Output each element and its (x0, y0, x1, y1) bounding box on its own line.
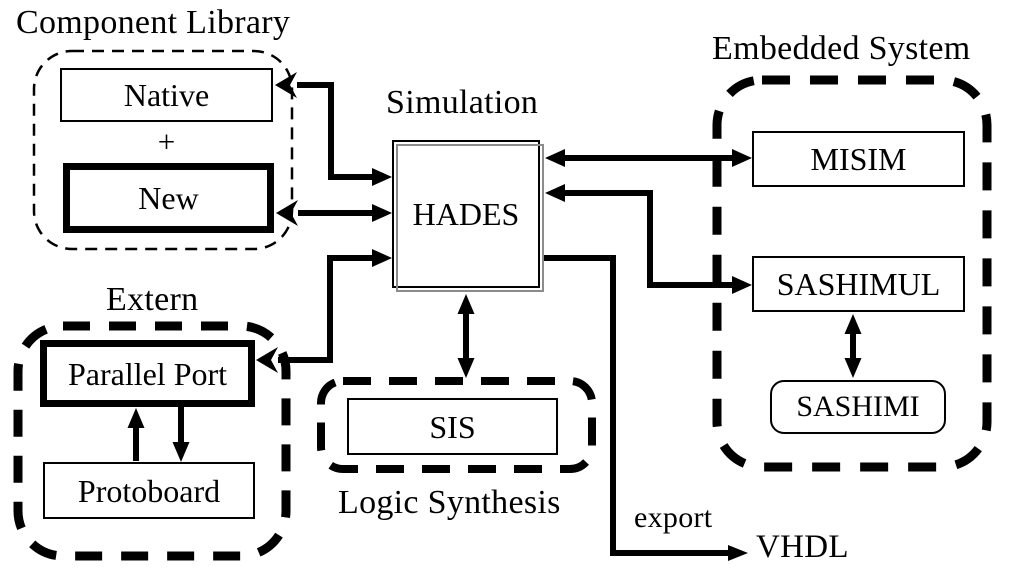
connector-protoboard-parallel-port (127, 408, 145, 461)
new-box: New (63, 163, 274, 233)
export-label: export (634, 501, 713, 534)
connector-hades-parallel-port (256, 249, 392, 373)
embedded-system-title: Embedded System (712, 30, 971, 67)
native-box: Native (60, 68, 273, 122)
connector-hades-misim (545, 149, 752, 167)
hades-box: HADES (392, 140, 540, 288)
extern-title: Extern (106, 281, 199, 318)
connector-sashimul-sashimi (844, 314, 862, 378)
sis-box: SIS (347, 398, 558, 455)
plus-sign: + (157, 124, 176, 159)
connector-hades-sis (457, 294, 475, 378)
sashimul-box: SASHIMUL (752, 256, 965, 312)
connector-hades-new (276, 200, 392, 226)
vhdl-label: VHDL (756, 529, 849, 565)
logic-synthesis-group-outline (317, 377, 596, 473)
component-library-group-outline (32, 49, 294, 251)
connector-hades-vhdl-export (543, 255, 748, 561)
connector-hades-sashimul (545, 184, 752, 294)
connector-hades-native (275, 72, 392, 186)
component-library-title: Component Library (16, 4, 291, 41)
parallel-port-box: Parallel Port (40, 340, 255, 407)
protoboard-box: Protoboard (43, 462, 255, 519)
simulation-title: Simulation (386, 84, 539, 121)
logic-synthesis-title: Logic Synthesis (338, 484, 561, 521)
embedded-system-group-outline (712, 75, 992, 472)
sashimi-box: SASHIMI (770, 380, 946, 434)
misim-box: MISIM (752, 131, 965, 187)
connector-parallel-port-protoboard (172, 407, 190, 462)
